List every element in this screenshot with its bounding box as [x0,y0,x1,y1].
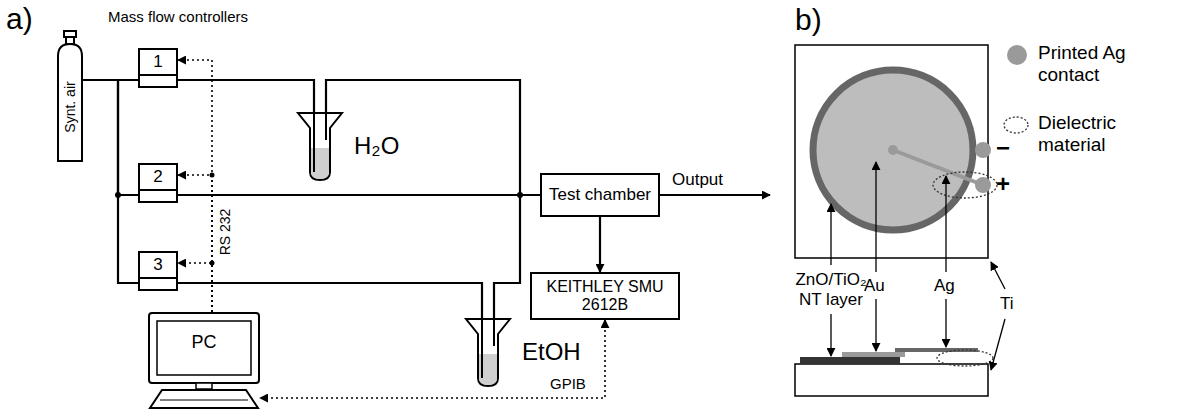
node-label: PC [148,332,260,353]
leader-arrow [830,314,831,356]
ag-contact [975,142,991,158]
leader-arrow [991,262,1005,289]
node-label: KEITHLEY SMU 2612B [546,278,664,315]
mass-flow-controller: 1 [138,48,178,88]
channel-number: 2 [140,165,176,189]
gas-line [84,80,138,283]
mass-flow-controller: 3 [138,251,178,291]
panel-label: b) [795,3,822,38]
leader-arrow [991,319,1005,370]
ag-layer [895,348,978,352]
computer: PC [148,312,260,410]
instrument-box: KEITHLEY SMU 2612B [530,272,680,320]
leader-arrow [945,176,946,272]
node-label: Synt. air [62,81,78,132]
layer-label: Ag [934,276,955,296]
output-label: Output [672,170,723,190]
bus-label: GPIB [548,375,588,392]
mfc-divider [140,74,176,76]
bubbler-flask: H₂O [294,112,346,182]
polarity-sign: − [996,134,1010,162]
bubbler-flask-shape [294,112,346,182]
gas-line [84,80,138,195]
nanotube-layer [800,357,900,364]
legend-text: Printed Ag contact [1038,42,1156,86]
ag-contact [888,145,898,155]
node-label: EtOH [522,338,581,366]
nanotube-disc [813,70,973,230]
ag-track [893,150,983,185]
layer-label: Au [864,276,885,296]
signal-line [178,60,212,312]
layer-label: Ti [1000,294,1014,314]
sensor-top-view [795,45,988,258]
signal-line [260,320,605,398]
legend-swatch [1007,45,1027,65]
gas-line [599,217,601,272]
leader-arrow [945,299,946,347]
leader-arrow [875,162,876,272]
group-label: Mass flow controllers [108,8,248,25]
node-label: H₂O [354,132,399,160]
channel-number: 3 [140,253,176,277]
gas-line [178,80,314,112]
mass-flow-controller: 2 [138,163,178,203]
node-label: Test chamber [549,185,651,205]
au-layer [842,352,905,357]
layer-label: ZnO/TiO₂ NT layer [788,270,874,309]
gas-cylinder: Synt. air [56,30,84,162]
gas-line [326,80,540,195]
ag-contact [975,177,991,193]
signal-line [178,175,212,312]
bus-label: RS 232 [217,209,233,256]
channel-number: 1 [140,50,176,74]
legend-swatch [1002,115,1030,135]
leader-arrow [830,204,831,265]
legend-text: Dielectric material [1038,112,1156,156]
gas-line [178,194,540,196]
computer-shape [148,312,260,410]
ti-substrate [795,364,988,396]
dielectric-outline [933,172,997,198]
panel-label: a) [6,2,33,37]
leader-arrow [875,299,876,351]
bubbler-flask-shape [462,318,514,388]
mfc-divider [140,277,176,279]
mfc-divider [140,189,176,191]
polarity-sign: + [996,170,1010,198]
bubbler-flask: EtOH [462,318,514,388]
dielectric-outline [937,350,993,366]
signal-line [178,263,212,312]
instrument-box: Test chamber [540,173,660,217]
output-arrow [660,194,770,196]
